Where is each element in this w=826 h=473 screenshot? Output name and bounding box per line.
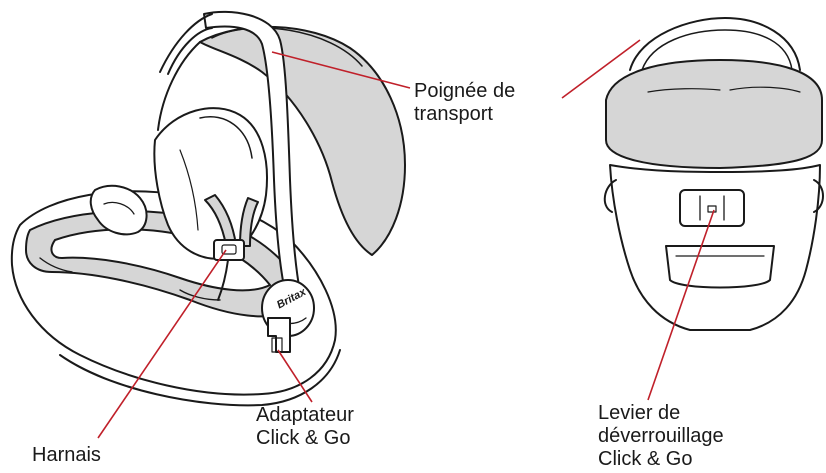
infant-carrier-rear-view bbox=[605, 18, 823, 330]
label-click-go-adapter: Adaptateur Click & Go bbox=[256, 404, 354, 450]
label-adapter-line1: Adaptateur bbox=[256, 404, 354, 427]
harness-buckle bbox=[214, 240, 244, 260]
label-adapter-line2: Click & Go bbox=[256, 427, 354, 450]
label-release-line1: Levier de bbox=[598, 402, 724, 425]
label-harness-text: Harnais bbox=[32, 444, 101, 467]
label-carry-handle-line2: transport bbox=[414, 103, 515, 126]
label-harness: Harnais bbox=[32, 444, 101, 467]
label-carry-handle: Poignée de transport bbox=[414, 80, 515, 126]
rear-canopy bbox=[606, 60, 822, 168]
label-release-line3: Click & Go bbox=[598, 448, 724, 471]
label-carry-handle-line1: Poignée de bbox=[414, 80, 515, 103]
label-release-line2: déverrouillage bbox=[598, 425, 724, 448]
release-lever bbox=[680, 190, 744, 226]
label-release-lever: Levier de déverrouillage Click & Go bbox=[598, 402, 724, 471]
